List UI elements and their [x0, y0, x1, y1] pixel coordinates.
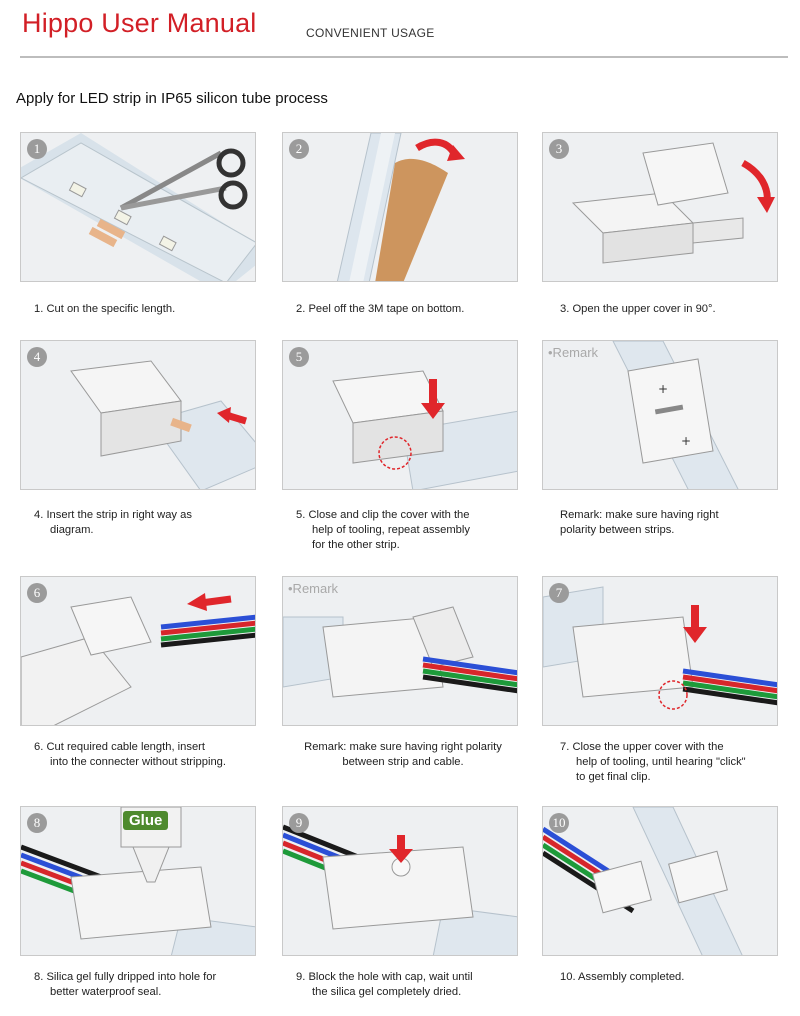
step-caption: 8. Silica gel fully dripped into hole fo… — [34, 971, 217, 998]
step-badge: 5 — [289, 347, 309, 367]
remark-caption: Remark: make sure having right polarity … — [560, 509, 719, 536]
step-6-illustration: 6 — [20, 576, 256, 726]
step-caption: 1. Cut on the specific length. — [34, 303, 176, 315]
step-1-illustration: 1 — [20, 132, 256, 282]
open-cover-illustration — [571, 142, 775, 264]
header-divider — [20, 56, 788, 58]
section-heading: Apply for LED strip in IP65 silicon tube… — [16, 90, 328, 107]
step-caption: 4. Insert the strip in right way as diag… — [34, 509, 192, 536]
remark-label: •Remark — [548, 345, 599, 360]
step-caption: 2. Peel off the 3M tape on bottom. — [296, 303, 465, 315]
step-badge: 2 — [289, 139, 309, 159]
step-badge: 3 — [549, 139, 569, 159]
remark-polarity-cable-illustration: •Remark — [282, 576, 518, 726]
polarity-strips-illustration: + + — [612, 341, 739, 489]
cut-strip-illustration — [21, 133, 255, 281]
final-clip-illustration — [543, 586, 777, 710]
remark-caption: Remark: make sure having right polarity … — [304, 741, 502, 768]
step-8-illustration: 8 Glue — [20, 806, 256, 956]
step-4-illustration: 4 — [20, 340, 256, 490]
block-hole-illustration — [283, 824, 517, 955]
step-badge: 9 — [289, 813, 309, 833]
step-caption: 3. Open the upper cover in 90°. — [560, 303, 716, 315]
svg-text:+: + — [658, 382, 668, 396]
step-caption: 6. Cut required cable length, insert int… — [34, 741, 226, 768]
polarity-cable-illustration — [283, 606, 517, 698]
header: Hippo User Manual CONVENIENT USAGE — [0, 0, 800, 58]
step-7-illustration: 7 — [542, 576, 778, 726]
close-cover-illustration — [332, 370, 517, 489]
step-badge: 8 — [27, 813, 47, 833]
insert-cable-illustration — [21, 593, 255, 725]
step-badge: 1 — [27, 139, 47, 159]
step-badge: 10 — [549, 813, 569, 833]
page-title: Hippo User Manual — [22, 8, 257, 38]
step-caption: 9. Block the hole with cap, wait until t… — [296, 971, 473, 998]
remark-polarity-strips-illustration: + + •Remark — [542, 340, 778, 490]
page-subtitle: CONVENIENT USAGE — [306, 26, 435, 40]
step-caption: 5. Close and clip the cover with the hel… — [296, 509, 470, 551]
step-2-illustration: 2 — [282, 132, 518, 282]
svg-text:+: + — [681, 434, 691, 448]
step-9-illustration: 9 — [282, 806, 518, 956]
assembly-completed-illustration — [543, 807, 743, 955]
step-caption: 7. Close the upper cover with the help o… — [560, 741, 746, 783]
step-badge: 4 — [27, 347, 47, 367]
step-caption: 10. Assembly completed. — [560, 971, 685, 983]
step-3-illustration: 3 — [542, 132, 778, 282]
step-10-illustration: 10 — [542, 806, 778, 956]
step-badge: 7 — [549, 583, 569, 603]
peel-tape-illustration — [336, 133, 465, 281]
step-5-illustration: 5 — [282, 340, 518, 490]
glue-label: Glue — [123, 811, 169, 830]
insert-strip-illustration — [70, 360, 255, 489]
step-badge: 6 — [27, 583, 47, 603]
remark-label: •Remark — [288, 581, 339, 596]
